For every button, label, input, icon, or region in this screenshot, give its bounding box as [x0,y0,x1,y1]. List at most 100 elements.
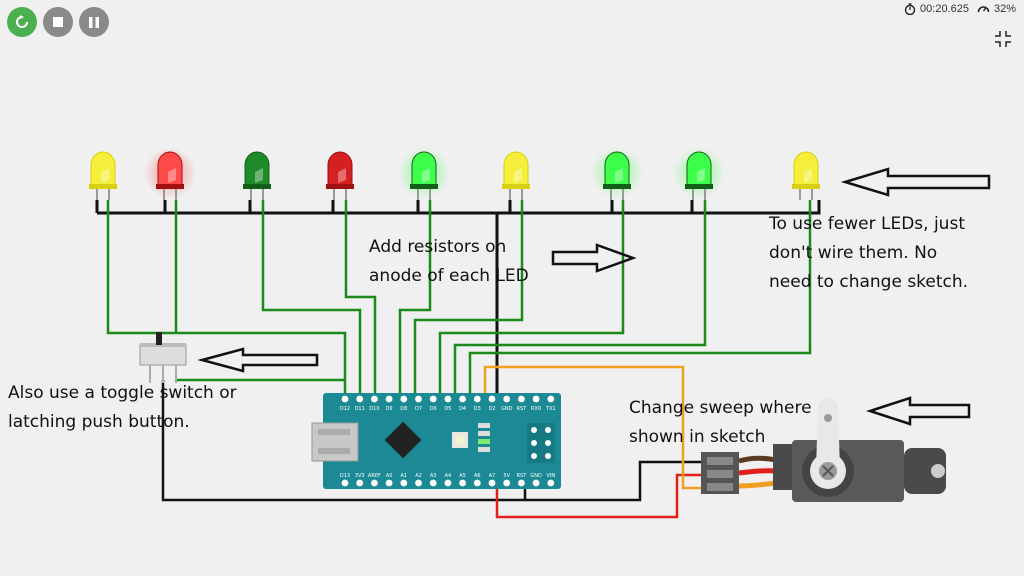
led-green[interactable] [398,147,450,200]
pin-a2[interactable] [415,479,422,487]
led-green[interactable] [243,151,271,200]
pin-rst[interactable] [518,479,525,487]
led-red[interactable] [144,147,196,200]
pin-tx1[interactable] [547,395,555,403]
pin-d13[interactable] [341,479,349,487]
pin-d6[interactable] [429,395,437,403]
arrow-left-icon [865,396,971,426]
pin-vin[interactable] [547,479,555,487]
pin-5v[interactable] [503,479,511,487]
pin-d8[interactable] [400,395,408,403]
pin-gnd[interactable] [532,479,540,487]
arrow-left-icon [840,167,991,197]
pin-a4[interactable] [444,479,452,487]
rx-led [478,431,490,436]
ground-bus-wire[interactable] [95,200,821,395]
servo-power-wire[interactable] [495,473,707,519]
switch-ground-wire[interactable] [161,380,707,502]
note-fewer-leds: To use fewer LEDs, just don't wire them.… [769,210,968,297]
pin-aref[interactable] [371,479,378,487]
pin-label: A7 [489,473,496,479]
wire-led-3 [261,200,362,395]
icsp-header [527,423,555,463]
pin-d10[interactable] [371,395,378,403]
pin-d3[interactable] [473,395,481,403]
pin-3v3[interactable] [356,479,364,487]
speed-value: 32% [993,3,1016,15]
stopwatch-icon [904,3,916,15]
pin-a0[interactable] [385,479,393,487]
led-yellow[interactable] [502,151,530,200]
led-yellow[interactable] [792,151,820,200]
wire-led-6 [413,200,524,395]
pin-a5[interactable] [459,479,466,487]
pin-label: GND [530,473,542,479]
pin-d7[interactable] [415,395,422,403]
wire-led-7 [438,200,625,395]
led-yellow[interactable] [89,151,117,200]
simulation-status: 00:20.625 32% [904,1,1016,17]
pin-a1[interactable] [400,479,408,487]
pin-a3[interactable] [429,479,437,487]
pin-label: D4 [459,406,466,412]
servo-signal-wire[interactable] [483,365,707,490]
pin-d5[interactable] [444,395,452,403]
pin-label: A3 [430,473,437,479]
pin-label: A0 [386,473,393,479]
pin-label: D11 [355,406,365,412]
pin-label: A6 [474,473,481,479]
note-sweep: Change sweep where shown in sketch [629,394,812,452]
pin-d2[interactable] [488,395,496,403]
pin-label: D2 [488,406,495,412]
pin-label: GND [501,406,513,412]
reset-button[interactable] [452,432,468,448]
led-green[interactable] [591,147,643,200]
arrow-icons [197,167,991,426]
pin-gnd[interactable] [503,395,511,403]
pin-d12[interactable] [341,395,349,403]
fullscreen-icon[interactable] [994,30,1012,48]
restart-button[interactable] [7,7,37,37]
note-line: need to change sketch. [769,272,969,292]
wire-led-9 [468,200,812,395]
pin-label: AREF [368,473,381,479]
toggle-switch[interactable] [139,332,187,383]
arrow-right-icon [551,243,637,273]
pin-label: A5 [459,473,466,479]
pause-button[interactable] [79,7,109,37]
pin-d4[interactable] [459,395,466,403]
note-line: don't wire them. No [769,243,938,263]
note-resistors: Add resistors on anode of each LED [369,233,529,291]
pin-label: D3 [474,406,481,412]
pin-a7[interactable] [488,479,496,487]
wire-led-5 [398,200,432,395]
pin-label: D6 [430,406,437,412]
pin-d9[interactable] [385,395,393,403]
pin-rst[interactable] [518,395,525,403]
pin-d11[interactable] [356,395,364,403]
pin-label: VIN [546,473,555,479]
led-green[interactable] [673,147,725,200]
microcontroller-chip [384,421,422,459]
tx-led [478,423,490,428]
signal-wires[interactable] [106,200,812,395]
pin-a6[interactable] [473,479,481,487]
stop-button[interactable] [43,7,73,37]
pin-label: RST [517,473,528,479]
note-line: Change sweep where [629,398,812,418]
note-line: Also use a toggle switch or [8,383,237,403]
led-red[interactable] [326,151,354,200]
pin-label: 5V [503,473,510,479]
pin-rx0[interactable] [532,395,540,403]
note-line: latching push button. [8,412,190,432]
pin-label: A4 [445,473,452,479]
servo-motor[interactable] [701,397,946,503]
pin-label: D10 [369,406,379,412]
note-line: anode of each LED [369,266,529,286]
timer-value: 00:20.625 [920,3,969,15]
pin-label: A1 [400,473,407,479]
pin-label: A2 [415,473,422,479]
note-line: To use fewer LEDs, just [769,214,965,234]
